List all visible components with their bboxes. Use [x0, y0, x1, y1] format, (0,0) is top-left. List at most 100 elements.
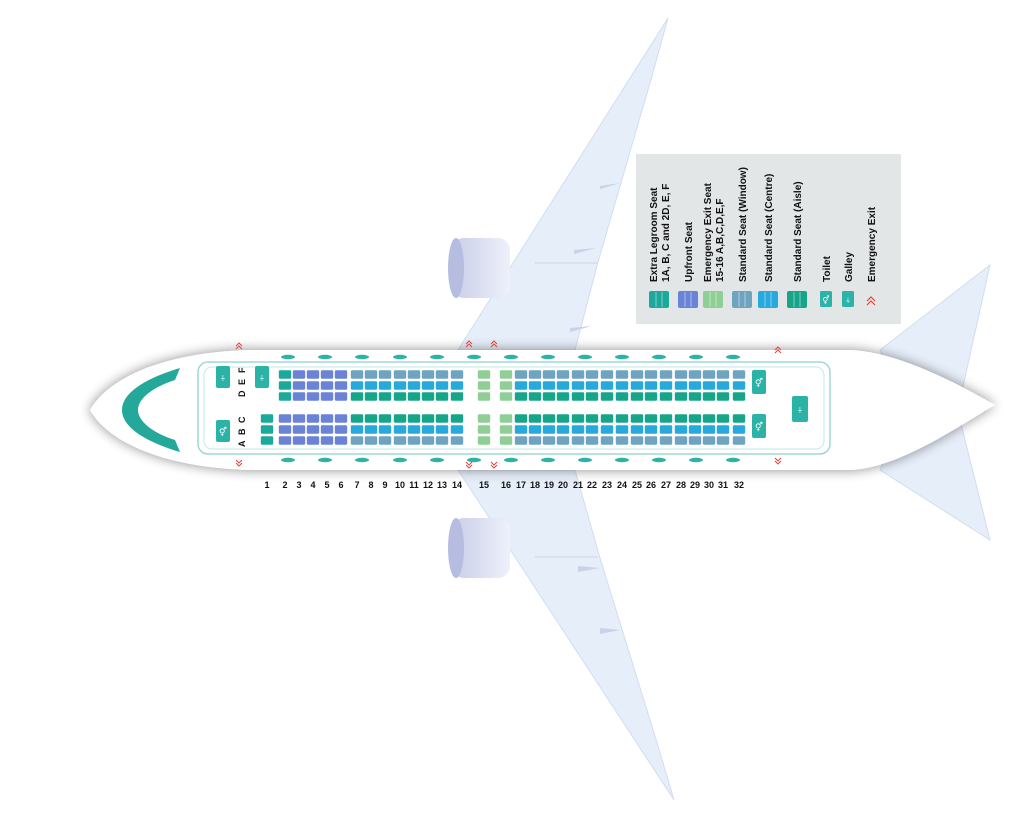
seat-12E[interactable] [421, 380, 435, 391]
seat-6B[interactable] [334, 424, 348, 435]
seat-21C[interactable] [571, 413, 585, 424]
seat-32D[interactable] [732, 391, 746, 402]
seat-3A[interactable] [292, 435, 306, 446]
seat-18D[interactable] [528, 391, 542, 402]
seat-9D[interactable] [378, 391, 392, 402]
seat-17E[interactable] [514, 380, 528, 391]
seat-28B[interactable] [674, 424, 688, 435]
seat-7F[interactable] [350, 369, 364, 380]
seat-30E[interactable] [702, 380, 716, 391]
seat-20E[interactable] [556, 380, 570, 391]
seat-13F[interactable] [435, 369, 449, 380]
seat-3D[interactable] [292, 391, 306, 402]
seat-5D[interactable] [320, 391, 334, 402]
seat-14D[interactable] [450, 391, 464, 402]
seat-20D[interactable] [556, 391, 570, 402]
seat-15B[interactable] [477, 424, 491, 435]
seat-4C[interactable] [306, 413, 320, 424]
seat-27E[interactable] [659, 380, 673, 391]
seat-17A[interactable] [514, 435, 528, 446]
seat-21F[interactable] [571, 369, 585, 380]
seat-19A[interactable] [542, 435, 556, 446]
seat-17B[interactable] [514, 424, 528, 435]
seat-26A[interactable] [644, 435, 658, 446]
seat-22D[interactable] [585, 391, 599, 402]
seat-15D[interactable] [477, 391, 491, 402]
seat-18E[interactable] [528, 380, 542, 391]
seat-31F[interactable] [716, 369, 730, 380]
seat-5B[interactable] [320, 424, 334, 435]
seat-31A[interactable] [716, 435, 730, 446]
seat-8B[interactable] [364, 424, 378, 435]
seat-13B[interactable] [435, 424, 449, 435]
seat-22F[interactable] [585, 369, 599, 380]
seat-3E[interactable] [292, 380, 306, 391]
seat-20F[interactable] [556, 369, 570, 380]
seat-6C[interactable] [334, 413, 348, 424]
seat-21E[interactable] [571, 380, 585, 391]
seat-25D[interactable] [630, 391, 644, 402]
seat-31B[interactable] [716, 424, 730, 435]
seat-27D[interactable] [659, 391, 673, 402]
seat-27B[interactable] [659, 424, 673, 435]
seat-13D[interactable] [435, 391, 449, 402]
seat-26C[interactable] [644, 413, 658, 424]
seat-16C[interactable] [499, 413, 513, 424]
seat-29D[interactable] [688, 391, 702, 402]
seat-27F[interactable] [659, 369, 673, 380]
seat-32F[interactable] [732, 369, 746, 380]
seat-24E[interactable] [615, 380, 629, 391]
seat-4F[interactable] [306, 369, 320, 380]
seat-27A[interactable] [659, 435, 673, 446]
seat-3F[interactable] [292, 369, 306, 380]
seat-18F[interactable] [528, 369, 542, 380]
seat-32B[interactable] [732, 424, 746, 435]
seat-11F[interactable] [407, 369, 421, 380]
seat-23E[interactable] [600, 380, 614, 391]
seat-5E[interactable] [320, 380, 334, 391]
seat-7A[interactable] [350, 435, 364, 446]
seat-19F[interactable] [542, 369, 556, 380]
seat-13E[interactable] [435, 380, 449, 391]
seat-12F[interactable] [421, 369, 435, 380]
seat-10C[interactable] [393, 413, 407, 424]
seat-8D[interactable] [364, 391, 378, 402]
seat-24B[interactable] [615, 424, 629, 435]
seat-15A[interactable] [477, 435, 491, 446]
seat-9B[interactable] [378, 424, 392, 435]
seat-2E[interactable] [278, 380, 292, 391]
seat-24D[interactable] [615, 391, 629, 402]
seat-10E[interactable] [393, 380, 407, 391]
seat-31C[interactable] [716, 413, 730, 424]
seat-12B[interactable] [421, 424, 435, 435]
seat-2B[interactable] [278, 424, 292, 435]
seat-16B[interactable] [499, 424, 513, 435]
seat-8A[interactable] [364, 435, 378, 446]
seat-26D[interactable] [644, 391, 658, 402]
seat-25C[interactable] [630, 413, 644, 424]
seat-11E[interactable] [407, 380, 421, 391]
seat-16E[interactable] [499, 380, 513, 391]
seat-12A[interactable] [421, 435, 435, 446]
seat-28F[interactable] [674, 369, 688, 380]
seat-23F[interactable] [600, 369, 614, 380]
seat-8C[interactable] [364, 413, 378, 424]
seat-1A[interactable] [260, 435, 274, 446]
seat-25B[interactable] [630, 424, 644, 435]
seat-1B[interactable] [260, 424, 274, 435]
seat-9A[interactable] [378, 435, 392, 446]
seat-19D[interactable] [542, 391, 556, 402]
seat-7E[interactable] [350, 380, 364, 391]
seat-19B[interactable] [542, 424, 556, 435]
seat-1C[interactable] [260, 413, 274, 424]
seat-18A[interactable] [528, 435, 542, 446]
seat-32C[interactable] [732, 413, 746, 424]
seat-25F[interactable] [630, 369, 644, 380]
seat-8F[interactable] [364, 369, 378, 380]
seat-17D[interactable] [514, 391, 528, 402]
seat-29E[interactable] [688, 380, 702, 391]
seat-26E[interactable] [644, 380, 658, 391]
seat-31D[interactable] [716, 391, 730, 402]
seat-21D[interactable] [571, 391, 585, 402]
seat-25A[interactable] [630, 435, 644, 446]
